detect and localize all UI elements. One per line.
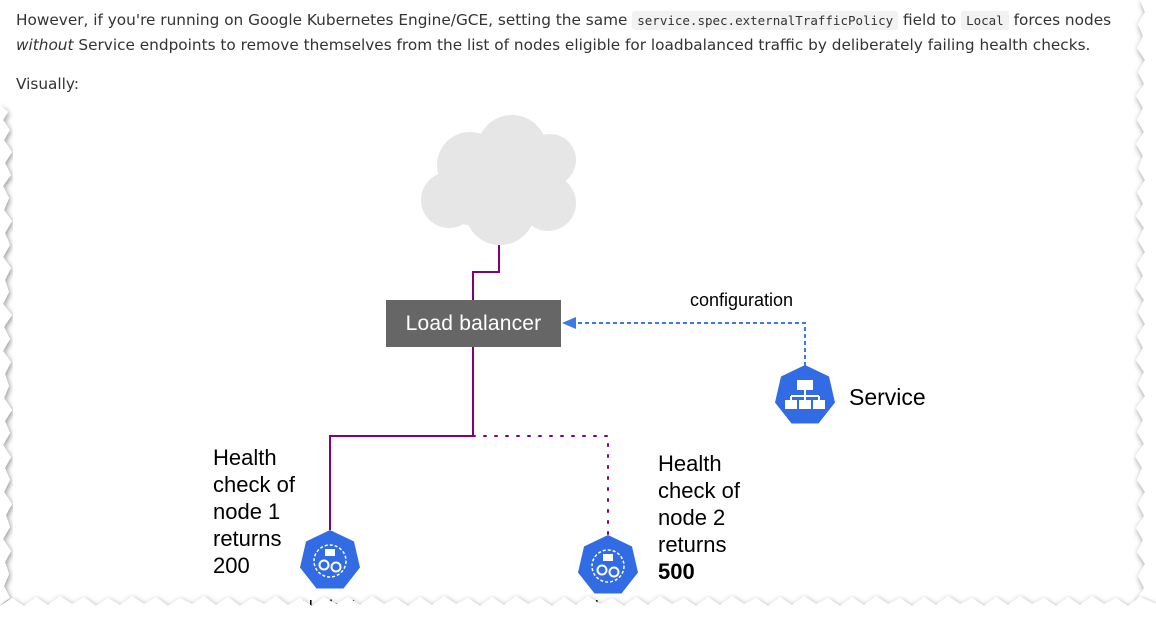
text-line: check of (213, 472, 295, 497)
text-line: returns (213, 526, 282, 551)
cloud-icon (421, 115, 576, 245)
configuration-label: configuration (690, 290, 794, 310)
node-1-label: Node 1 (300, 597, 359, 617)
kubernetes-node-icon (578, 535, 638, 594)
text-segment: However, if you're running on Google Kub… (16, 11, 633, 29)
inline-code-external-traffic-policy: service.spec.externalTrafficPolicy (632, 11, 899, 30)
status-code-200: 200 (213, 553, 250, 578)
text-line: node 2 (658, 505, 726, 530)
arrowhead-icon (562, 317, 576, 329)
text-line: Health (213, 445, 277, 470)
service-label: Service (849, 384, 926, 410)
node-2-label: N (586, 597, 599, 617)
text-line: Health (658, 451, 722, 476)
visually-label: Visually: (16, 75, 80, 93)
health-check-node-2-text: Health check of node 2 returns 500 (658, 450, 740, 585)
configuration-arrow (573, 322, 806, 366)
emphasis-without: without (16, 36, 74, 54)
paragraph-external-traffic-policy: However, if you're running on Google Kub… (16, 8, 1126, 58)
load-balancer-box: Load balancer (386, 300, 561, 347)
load-balancer-label: Load balancer (405, 311, 542, 335)
status-code-500: 500 (658, 559, 695, 584)
link-load-balancer-to-node-1 (329, 347, 474, 530)
text-segment: Service endpoints to remove themselves f… (73, 36, 1091, 54)
text-line: returns (658, 532, 727, 557)
text-segment: forces nodes (1008, 11, 1112, 29)
text-segment: field to (898, 11, 962, 29)
kubernetes-node-icon (300, 530, 360, 589)
text-line: node 1 (213, 499, 281, 524)
health-check-node-1-text: Health check of node 1 returns 200 (213, 444, 295, 579)
inline-code-local: Local (961, 11, 1009, 30)
text-line: check of (658, 478, 740, 503)
kubernetes-service-icon (775, 365, 835, 424)
link-cloud-to-load-balancer (472, 245, 500, 300)
link-load-balancer-to-node-2 (472, 435, 609, 536)
